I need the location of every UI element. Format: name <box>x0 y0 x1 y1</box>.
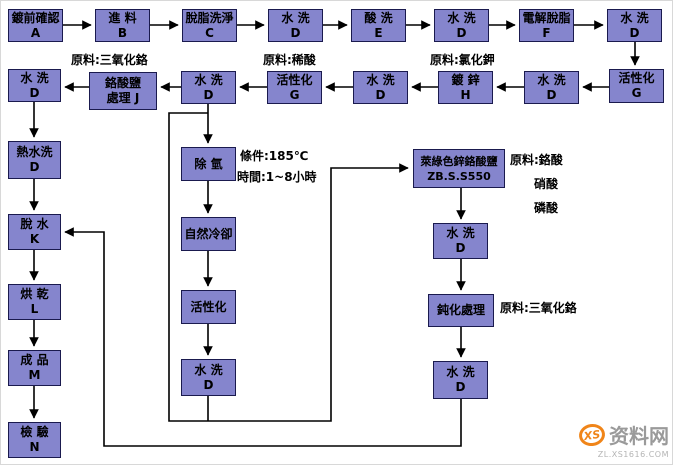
node-label: 進 料 <box>108 10 137 25</box>
node-label: 活性化 <box>618 71 655 85</box>
node-code: D <box>203 87 214 102</box>
node-code: 處理 J <box>106 91 140 105</box>
label-chromate-material: 原料:三氧化鉻 <box>71 53 148 67</box>
node-label: 萊綠色鋅鉻酸鹽 <box>420 154 498 168</box>
label-degas-time: 時間:1~8小時 <box>237 170 317 184</box>
node-code: B <box>117 25 128 40</box>
node-label: 熱水洗 <box>16 145 53 159</box>
node-code: D <box>456 25 467 40</box>
node-code: ZB.S.S550 <box>427 169 491 183</box>
node-label: 水 洗 <box>447 10 476 25</box>
label-activation-material: 原料:稀酸 <box>263 53 316 67</box>
node-code: M <box>28 368 41 382</box>
label-chromate550-material-2: 硝酸 <box>534 177 559 191</box>
node-code: C <box>205 25 214 40</box>
node-label: 鍍 鋅 <box>451 72 480 87</box>
label-degas-condition: 條件:185℃ <box>240 149 309 163</box>
node-label: 水 洗 <box>20 70 49 85</box>
watermark-site-name: 资料网 <box>609 424 669 448</box>
node-code: D <box>375 87 386 102</box>
node-code: E <box>374 25 383 40</box>
watermark-logo-icon: XS <box>577 421 607 448</box>
node-code: D <box>29 160 40 174</box>
node-label: 電解脫脂 <box>522 10 571 25</box>
node-code: H <box>460 87 471 102</box>
node-label: 脫脂洗淨 <box>185 10 234 25</box>
node-code: F <box>542 25 551 40</box>
node-hydrogen-removal: 除 氫 <box>181 147 236 181</box>
node-code: K <box>29 232 40 246</box>
label-passivation-material: 原料:三氧化鉻 <box>500 301 577 315</box>
node-code: D <box>290 25 301 40</box>
node-label: 水 洗 <box>281 10 310 25</box>
watermark: XS 资料网 ZL.XS1616.COM <box>577 420 669 459</box>
node-label: 水 洗 <box>446 365 475 379</box>
node-code: N <box>29 440 40 454</box>
node-code: D <box>29 85 40 100</box>
node-label: 水 洗 <box>194 362 223 377</box>
node-label: 水 洗 <box>366 72 395 87</box>
node-code: A <box>30 25 41 40</box>
node-chromate-treatment-J: 鉻酸鹽處理 J <box>89 72 157 110</box>
node-code: D <box>455 380 466 394</box>
node-activation-mid: 活性化 <box>181 290 236 324</box>
node-label: 檢 驗 <box>20 425 49 439</box>
label-zinc-material: 原料:氯化鉀 <box>430 53 495 67</box>
node-label: 自然冷卻 <box>184 226 233 241</box>
node-label: 酸 洗 <box>364 10 393 25</box>
node-code: L <box>30 302 39 316</box>
label-chromate550-material-1: 原料:鉻酸 <box>510 153 563 167</box>
node-code: G <box>631 86 642 100</box>
node-label: 鉻酸鹽 <box>104 76 141 90</box>
node-label: 脫 水 <box>20 217 49 231</box>
node-label: 水 洗 <box>537 72 566 87</box>
node-label: 烘 乾 <box>20 287 49 301</box>
node-label: 水 洗 <box>446 226 475 240</box>
watermark-url: ZL.XS1616.COM <box>597 450 669 459</box>
node-natural-cooling: 自然冷卻 <box>181 217 236 251</box>
node-code: D <box>455 241 466 255</box>
node-label: 活性化 <box>190 299 227 314</box>
node-code: D <box>546 87 557 102</box>
node-label: 鍍前確認 <box>11 10 60 25</box>
node-label: 水 洗 <box>194 72 223 87</box>
node-label: 水 洗 <box>620 10 649 25</box>
node-code: D <box>629 25 640 40</box>
node-label: 鈍化處理 <box>436 303 485 317</box>
node-label: 成 品 <box>20 353 49 367</box>
node-label: 除 氫 <box>194 156 223 171</box>
node-code: G <box>289 87 300 102</box>
label-chromate550-material-3: 磷酸 <box>534 201 559 215</box>
node-code: D <box>203 377 214 392</box>
node-label: 活性化 <box>276 72 313 87</box>
node-passivation: 鈍化處理 <box>428 294 494 327</box>
